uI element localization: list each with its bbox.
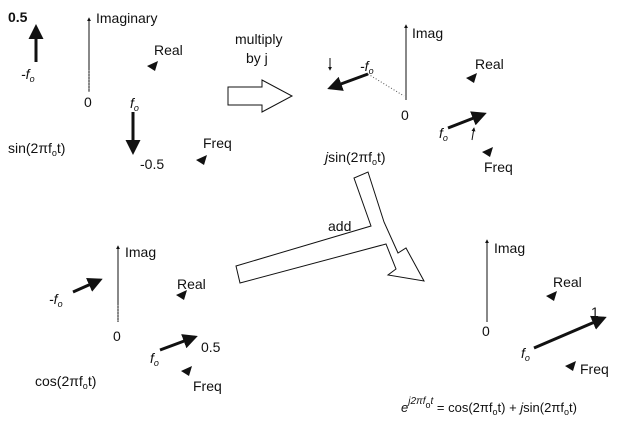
phasor-negative-freq [327,72,369,91]
panel-cos-graphics [72,245,198,376]
freq-axis-arrowhead [565,361,576,371]
phasor-negative-freq [72,278,103,294]
add-label: add [328,218,352,234]
pos-freq-label: fo [130,95,139,113]
freq-axis-arrowhead [181,366,192,376]
freq-axis-label: Freq [193,378,222,394]
pos-freq-label: fo [150,350,159,368]
freq-axis-arrowhead [482,147,493,157]
origin-label: 0 [401,107,409,123]
sin-negative-value: -0.5 [140,156,165,172]
sin-expression: sin(2πfot) [8,140,66,158]
unit-value: 1 [591,304,599,320]
imag-axis-label: Imag [125,244,157,260]
imag-axis-label: Imag [412,25,444,41]
euler-equation: ej2πfot = cos(2πfot) + jsin(2πfot) [401,396,577,417]
panel-sin-graphics [28,17,207,165]
imag-axis-label: Imag [494,240,526,256]
cos-expression: cos(2πfot) [35,373,97,391]
freq-axis-label: Freq [580,361,609,377]
panel-jsin-graphics [327,24,493,157]
jsin-expression: jsin(2πfot) [325,149,386,167]
phasor-positive-freq [159,334,198,352]
panel-result-graphics [485,239,607,371]
freq-axis-arrowhead [196,155,207,165]
imaginary-axis-label: Imaginary [96,10,158,26]
multiply-by-j-label: by j [246,50,268,66]
freq-axis-label: Freq [484,159,513,175]
multiply-arrow [227,79,294,113]
origin-label: 0 [113,328,121,344]
rotation-hint-right [471,127,476,141]
phasor-unit [533,315,607,350]
real-axis-label: Real [154,42,183,58]
real-axis-label: Real [553,274,582,290]
neg-freq-label: -fo [360,58,374,76]
projection-dots [367,73,405,97]
add-arrow [235,171,425,284]
phasor-positive-freq [447,111,487,130]
real-axis-label: Real [475,56,504,72]
pos-freq-label: fo [521,345,530,363]
pos-freq-label: fo [439,125,448,143]
neg-freq-label: -fo [21,66,35,84]
sin-positive-value: 0.5 [8,9,28,25]
real-axis-arrowhead [466,73,477,83]
real-axis-arrowhead [546,291,557,301]
cos-value: 0.5 [201,339,221,355]
real-axis-arrowhead [176,290,187,300]
freq-axis-label: Freq [203,135,232,151]
multiply-label: multiply [235,31,283,47]
origin-label: 0 [84,94,92,110]
real-axis-arrowhead [147,61,158,71]
neg-freq-label: -fo [49,291,63,309]
origin-label: 0 [482,323,490,339]
real-axis-label: Real [177,276,206,292]
